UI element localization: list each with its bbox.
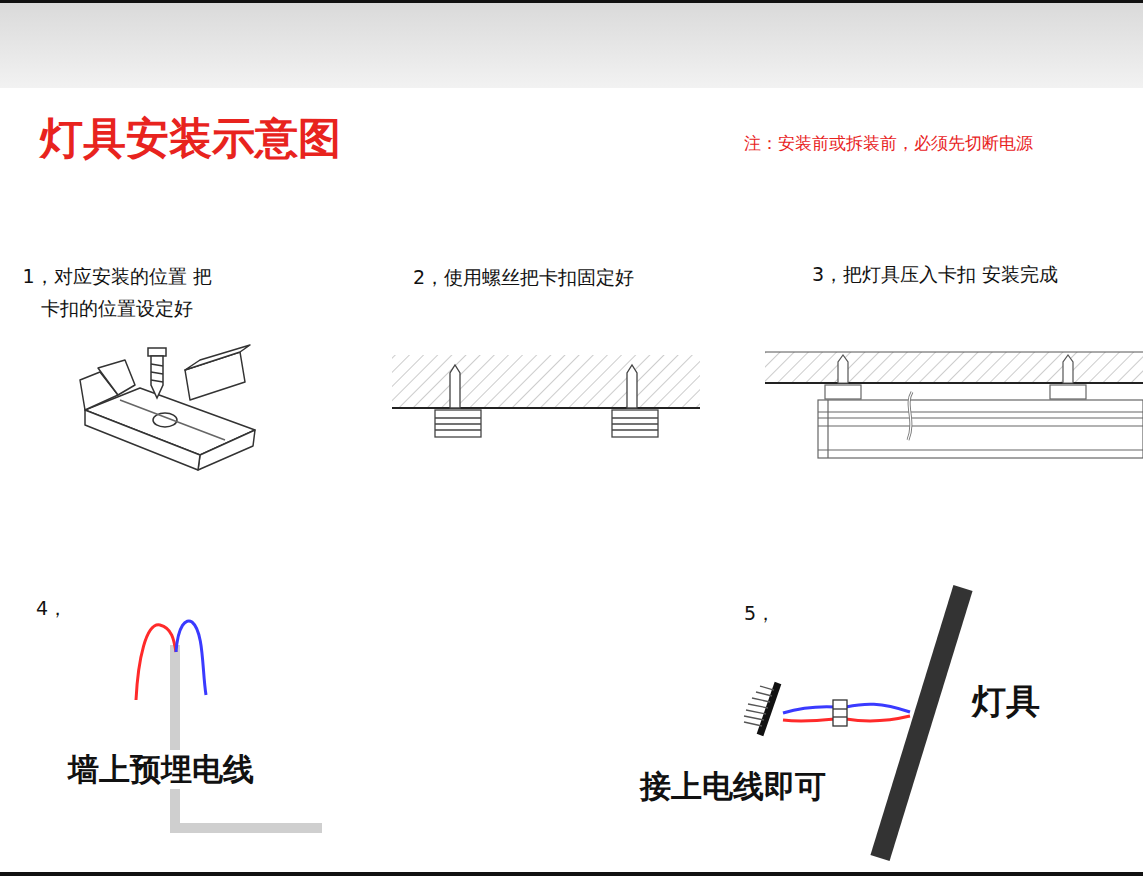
- ceiling-section: [760, 683, 778, 735]
- red-wire: [136, 625, 176, 700]
- frame-line: [0, 872, 1143, 876]
- safety-note: 注：安装前或拆装前，必须先切断电源: [744, 133, 1033, 154]
- step-text: 1，对应安装的位置 把卡扣的位置设定好: [22, 260, 212, 325]
- step-text: 3，把灯具压入卡扣 安装完成: [812, 263, 1058, 287]
- ceiling: [765, 352, 1143, 383]
- connect-label: 接上电线即可: [640, 767, 826, 806]
- ceiling-hatch: [744, 686, 774, 726]
- screw: [450, 365, 637, 408]
- wire-connector: [833, 700, 847, 726]
- frame-line: [0, 0, 1143, 3]
- lamp-body: [818, 385, 1143, 458]
- step-number: 5，: [744, 602, 775, 626]
- ceiling: [392, 355, 700, 408]
- screw: [838, 355, 1073, 383]
- wall: [175, 645, 322, 828]
- screw: [148, 348, 166, 398]
- title: 灯具安装示意图: [40, 112, 341, 166]
- step-number: 4，: [36, 597, 67, 621]
- lamp-label: 灯具: [972, 680, 1040, 723]
- ceiling-line: [392, 407, 700, 409]
- wall-label: 墙上预埋电线: [66, 750, 256, 789]
- step-text: 2，使用螺丝把卡扣固定好: [413, 266, 634, 290]
- clip-bracket: [80, 345, 255, 470]
- lamp-bar: [880, 588, 963, 858]
- clip: [435, 410, 658, 437]
- header-band: [0, 0, 1143, 88]
- blue-wire: [176, 621, 206, 695]
